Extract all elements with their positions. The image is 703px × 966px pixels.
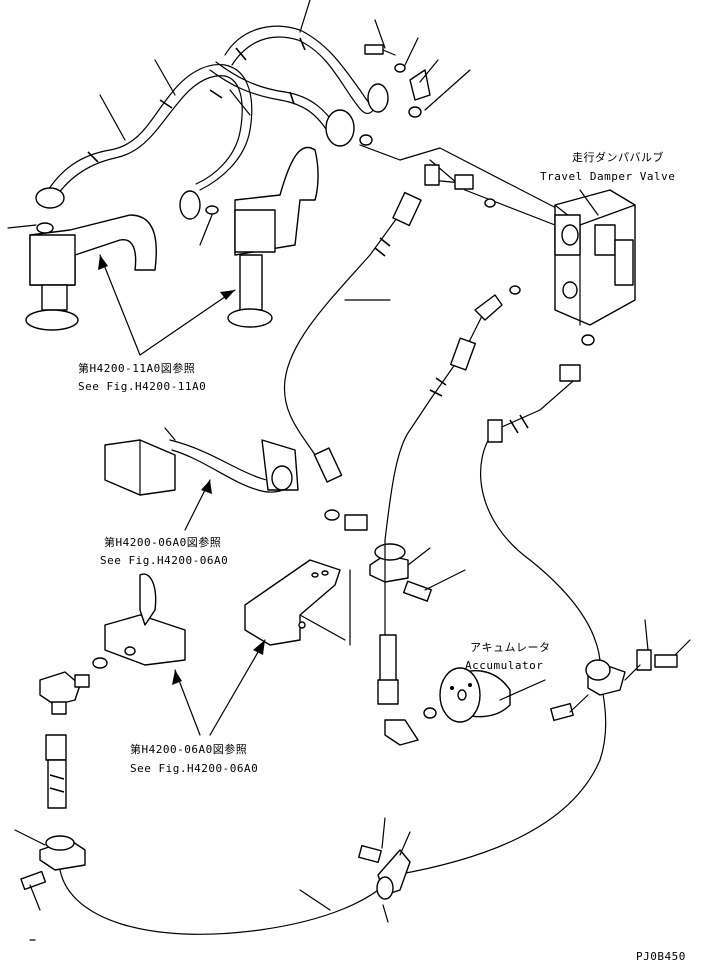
accumulator-label-en: Accumulator	[465, 659, 544, 672]
drawing-code: PJ0B450	[636, 950, 686, 963]
left-block-assembly	[7, 214, 157, 331]
fig-ref-06a0-jp-2: 第H4200-06A0図参照	[130, 743, 248, 756]
clamp-assembly-middle	[369, 539, 466, 746]
middle-block-assembly	[199, 146, 319, 328]
bottom-return-hose	[59, 869, 391, 935]
travel-damper-valve	[554, 189, 636, 346]
clamp-bottom	[358, 817, 411, 923]
center-hoses	[283, 164, 602, 681]
block-pipe-06a0	[104, 427, 368, 531]
upper-hose-assembly	[35, 25, 389, 220]
fig-ref-06a0-jp-1: 第H4200-06A0図参照	[104, 536, 222, 549]
bolt-washer-set	[99, 0, 471, 146]
damper-valve-label-en: Travel Damper Valve	[540, 170, 676, 183]
accumulator	[439, 667, 546, 723]
ref-arrows-3	[172, 639, 266, 736]
fig-ref-11a0-jp: 第H4200-11A0図参照	[78, 362, 196, 375]
left-lower-hose	[14, 734, 86, 941]
block-06a0-second	[39, 573, 186, 715]
return-line	[359, 144, 561, 211]
fig-ref-06a0-en-1: See Fig.H4200-06A0	[100, 554, 229, 567]
accumulator-label-jp: アキュムレータ	[470, 641, 551, 654]
clamp-right	[550, 619, 691, 722]
damper-valve-label-jp: 走行ダンパバルブ	[572, 151, 664, 164]
fig-ref-11a0-en: See Fig.H4200-11A0	[78, 380, 207, 393]
ref-arrows-1	[98, 254, 236, 356]
fig-ref-06a0-en-2: See Fig.H4200-06A0	[130, 762, 259, 775]
mounting-bracket	[244, 559, 351, 646]
ref-arrows-2	[184, 479, 212, 531]
